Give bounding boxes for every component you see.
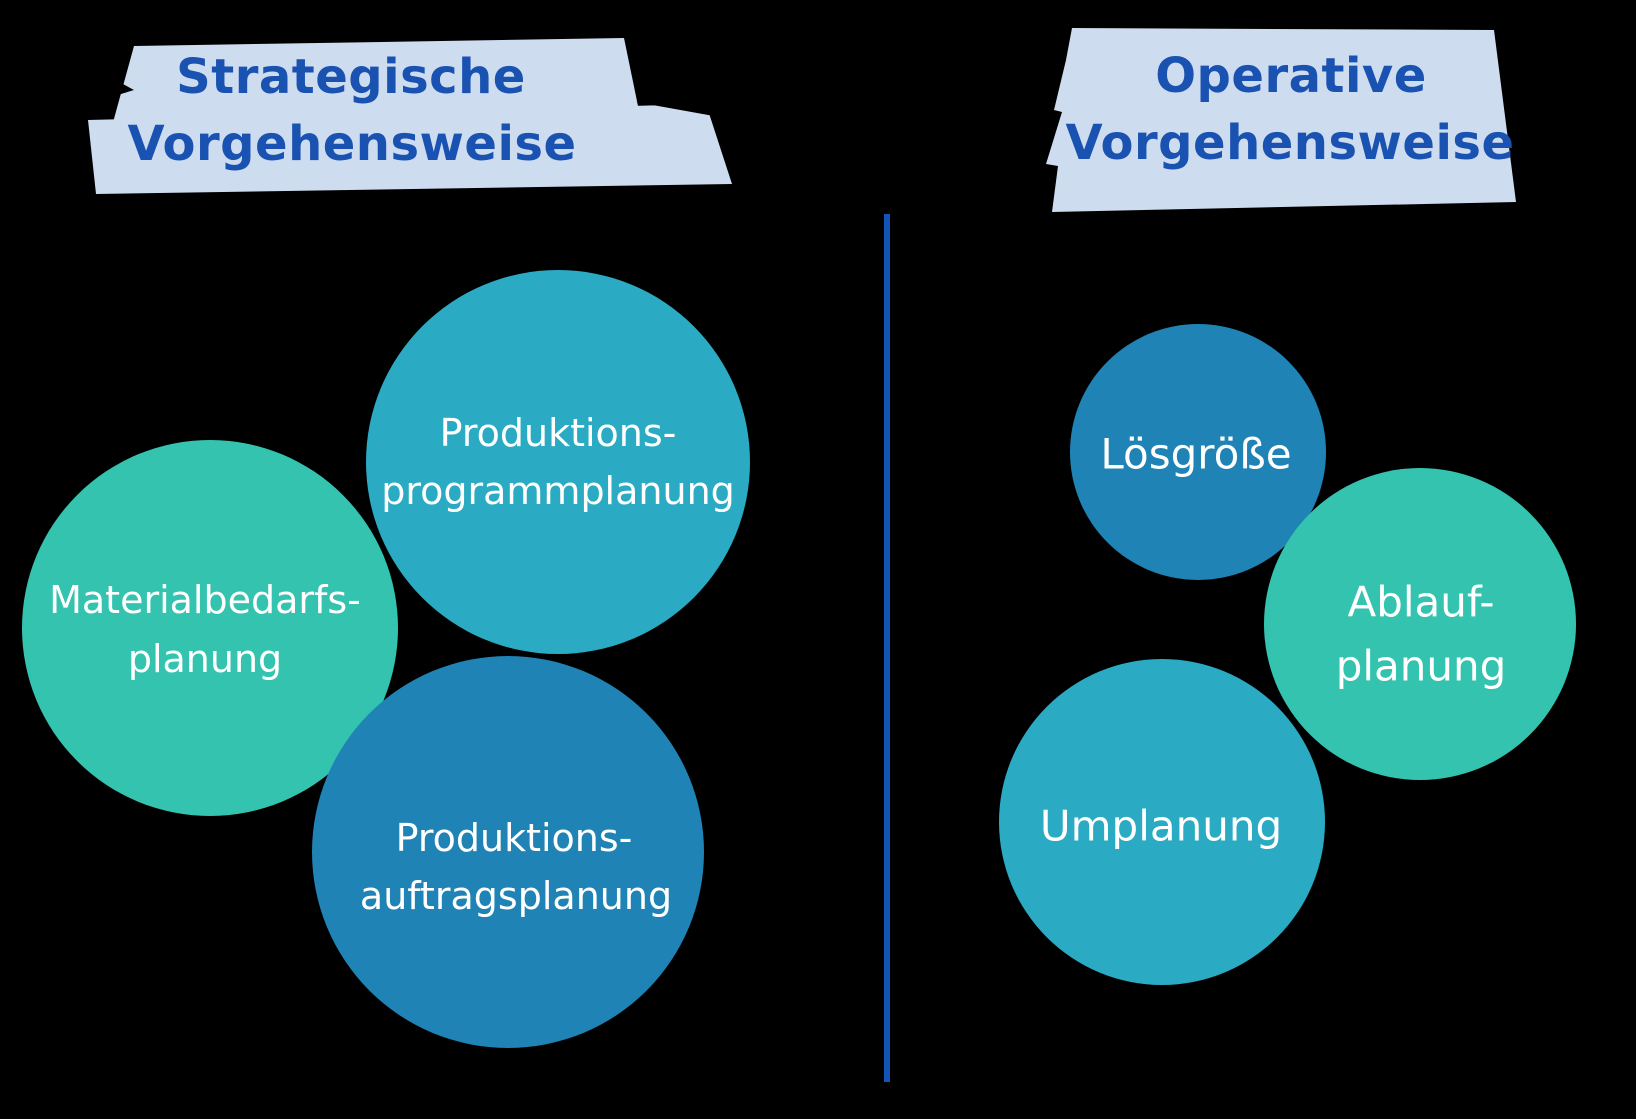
- label-umplanung: Umplanung: [1039, 801, 1283, 851]
- circle-produktionsprogrammplanung: [366, 270, 750, 654]
- left-header-edge-notch: [108, 76, 134, 98]
- left-header-notch: [636, 94, 736, 120]
- right-header-highlight-stroke: [1046, 28, 1516, 212]
- left-header-title-line1: Strategische: [176, 49, 526, 105]
- circle-ablaufplanung: [1264, 468, 1576, 780]
- label-produktionsprogrammplanung-line1: Produktions-: [439, 411, 677, 455]
- circle-materialbedarfsplanung: [22, 440, 398, 816]
- label-materialbedarfsplanung-line2: planung: [127, 637, 283, 681]
- label-materialbedarfsplanung-line1: Materialbedarfs-: [49, 578, 361, 622]
- left-header-highlight-stroke-top: [112, 38, 638, 126]
- label-losgroesse: Lösgröße: [1100, 429, 1292, 479]
- section-divider-line: [884, 214, 890, 1082]
- right-header-title-line1: Operative: [1155, 48, 1427, 104]
- label-ablaufplanung-line1: Ablauf-: [1347, 577, 1495, 627]
- left-header-highlight-stroke-bottom: [88, 104, 732, 194]
- right-header-title-line2: Vorgehensweise: [1065, 115, 1515, 171]
- circle-produktionsauftragsplanung: [312, 656, 704, 1048]
- circle-umplanung: [999, 659, 1325, 985]
- circle-losgroesse: [1070, 324, 1326, 580]
- label-produktionsprogrammplanung-line2: programmplanung: [381, 469, 735, 513]
- label-ablaufplanung-line2: planung: [1335, 641, 1507, 691]
- label-produktionsauftragsplanung-line2: auftragsplanung: [359, 874, 673, 918]
- left-header-title-line2: Vorgehensweise: [127, 116, 577, 172]
- label-produktionsauftragsplanung-line1: Produktions-: [395, 816, 633, 860]
